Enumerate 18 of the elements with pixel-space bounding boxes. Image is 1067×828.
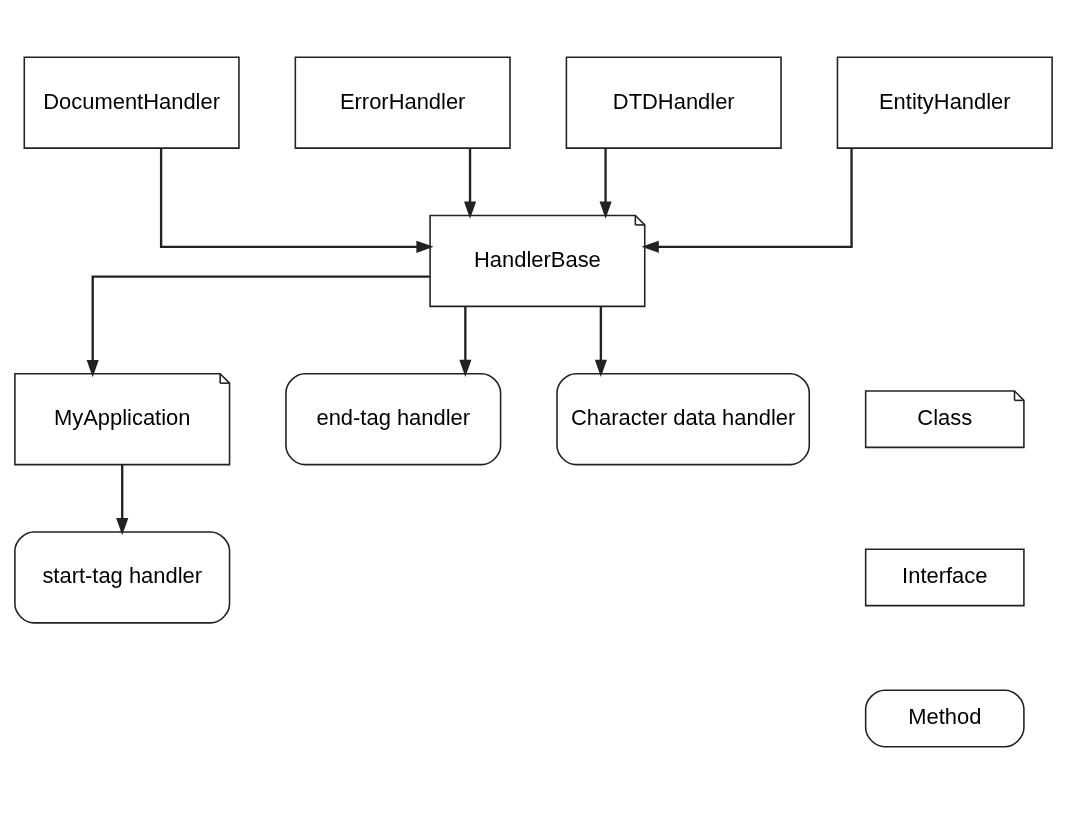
node-box: ErrorHandler: [294, 56, 511, 149]
legend-label: Interface: [902, 562, 988, 588]
node-box: end-tag handler: [285, 372, 502, 465]
legend-label: Method: [908, 703, 982, 729]
arrow: [159, 147, 434, 253]
node-box: DTDHandler: [565, 56, 782, 149]
arrow: [459, 306, 472, 377]
arrow: [641, 147, 853, 253]
arrow: [594, 306, 607, 377]
node-box: Character data handler: [556, 372, 811, 465]
node-box: DocumentHandler: [23, 56, 240, 149]
arrow: [599, 147, 612, 219]
arrow: [116, 464, 129, 535]
node-box: EntityHandler: [836, 56, 1053, 149]
node-box: start-tag handler: [14, 530, 231, 624]
arrow: [464, 147, 477, 219]
arrow: [86, 274, 430, 377]
legend-label: Class: [917, 404, 973, 430]
